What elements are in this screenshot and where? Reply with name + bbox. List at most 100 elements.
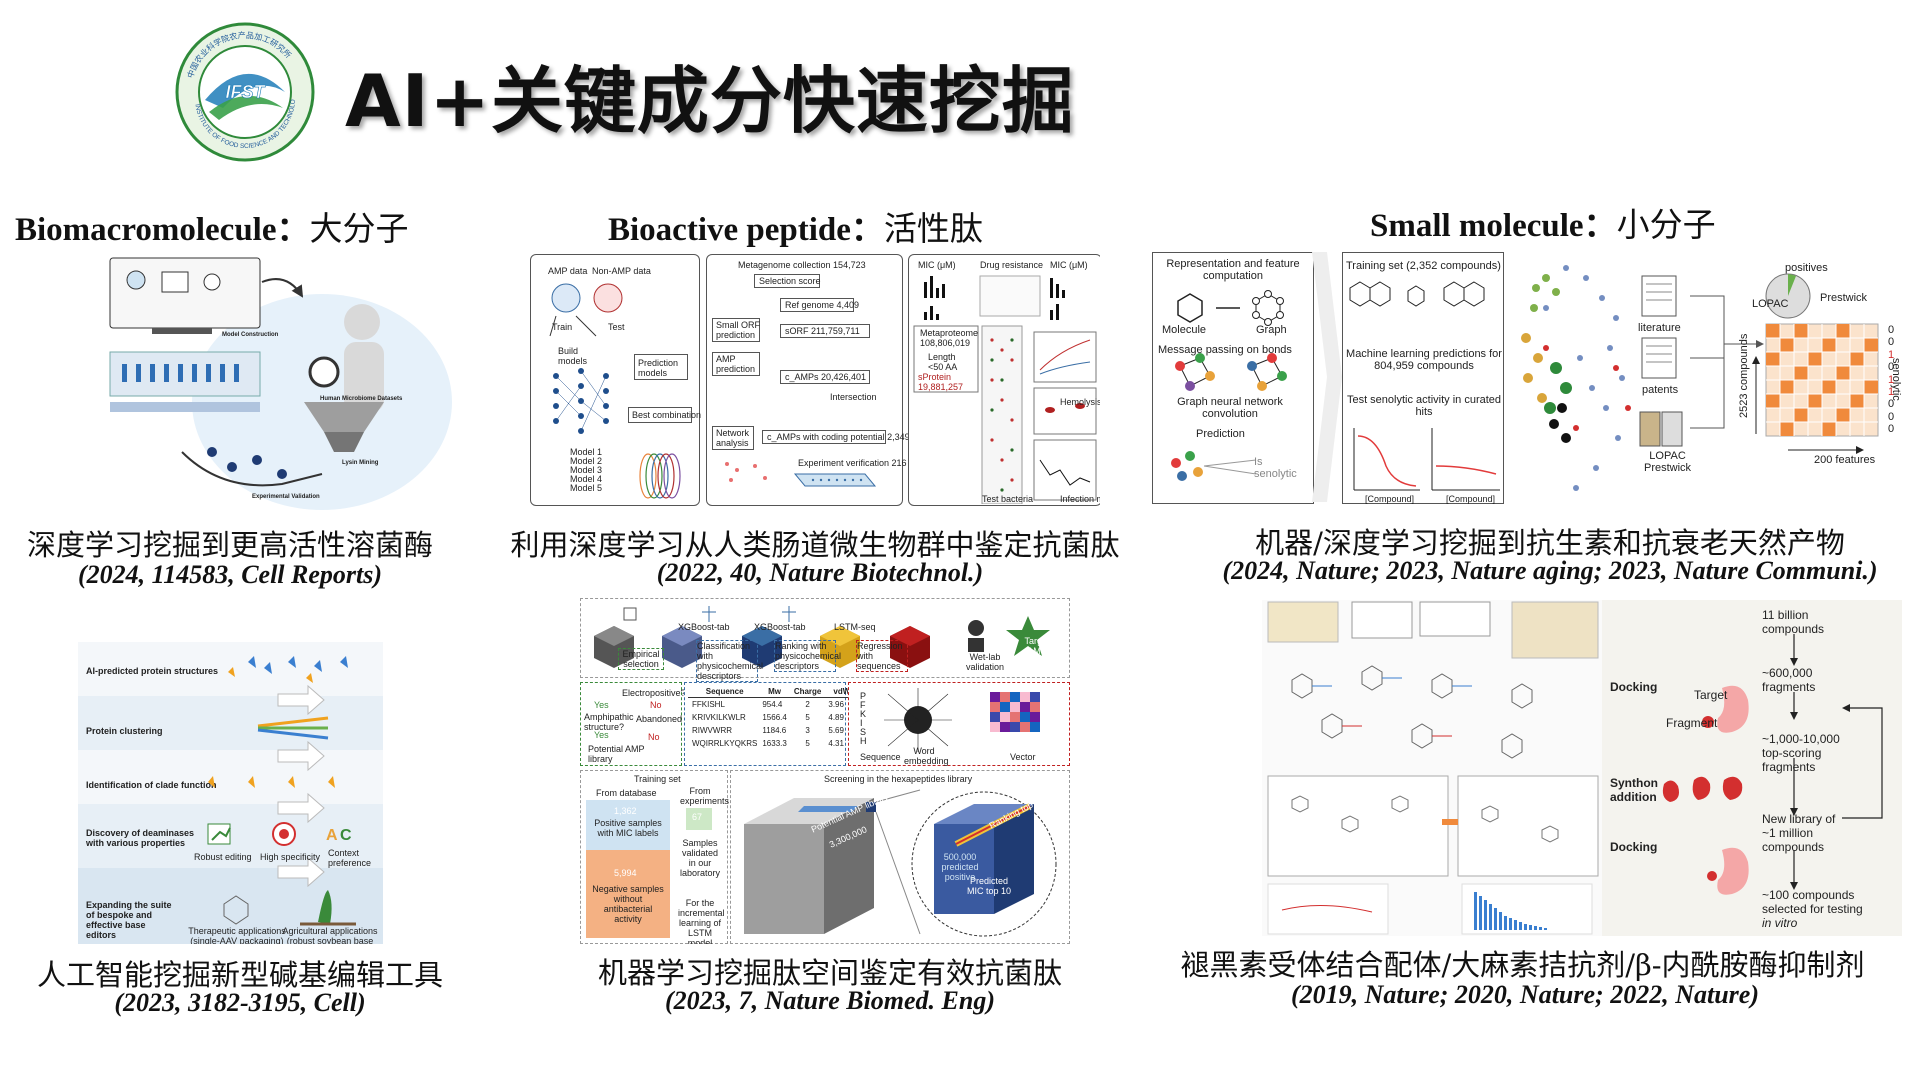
label-amp-prediction: AMP prediction xyxy=(716,354,756,374)
section-heading-cn: 小分子 xyxy=(1616,205,1716,244)
label-abandoned: Abandoned xyxy=(636,714,683,724)
label-best-combination: Best combination xyxy=(632,410,702,420)
sorf-count-box: sORF 211,759,711 xyxy=(780,324,870,338)
table-cell: RIWVWRR xyxy=(692,726,732,735)
table-cell: 4.31 xyxy=(828,739,844,748)
label-nonamp-data: Non-AMP data xyxy=(592,266,651,276)
label-docking-2: Docking xyxy=(1610,840,1658,854)
amp-prediction-box: AMP prediction xyxy=(712,352,760,376)
bit: 0 xyxy=(1888,423,1895,436)
filter-box xyxy=(580,682,682,766)
label-electropositive: Electropositive? xyxy=(622,688,686,698)
svg-text:Human Microbiome Datasets: Human Microbiome Datasets xyxy=(320,396,403,402)
model-list: Model 1 Model 2 Model 3 Model 4 Model 5 xyxy=(570,448,602,493)
table-cell: 1566.4 xyxy=(762,713,787,722)
svg-text:Model Construction: Model Construction xyxy=(222,332,279,338)
label-in-vitro: in vitro xyxy=(1762,916,1798,930)
label-metagenome: Metagenome collection 154,723 xyxy=(738,260,866,270)
label-build-models: Build models xyxy=(558,346,588,366)
bit: 1 xyxy=(1888,348,1895,361)
label-sorf-count: sORF 211,759,711 xyxy=(785,326,860,336)
label-context-preference: Context preference xyxy=(328,848,372,868)
table-cell: 2 xyxy=(805,700,810,709)
table-header-row: Sequence Mw Charge vdW xyxy=(688,686,857,698)
label-fragment: Fragment xyxy=(1666,716,1718,730)
figure-docking: 11 billion compounds ~600,000 fragments … xyxy=(1262,600,1902,936)
section-heading-peptide: Bioactive peptide：活性肽 xyxy=(608,202,983,250)
table-cell: WQIRRLKYQKRS xyxy=(692,739,758,748)
label-sequence: Sequence xyxy=(860,752,901,762)
label-compound-1: [Compound] xyxy=(1365,494,1415,504)
table-cell: 5 xyxy=(805,713,810,722)
caption-small-molecule: 机器/深度学习挖掘到抗生素和抗衰老天然产物 xyxy=(1255,526,1845,560)
label-experiment-verification: Experiment verification 216 xyxy=(798,458,907,468)
label-top-scoring: ~1,000-10,000 top-scoring fragments xyxy=(1762,732,1840,774)
best-combination-box: Best combination xyxy=(628,407,701,423)
model-item: Model 3 xyxy=(570,465,603,475)
bit: 1 xyxy=(1888,373,1895,386)
label-empirical: Empirical selection xyxy=(618,648,664,670)
label-high-specificity: High specificity xyxy=(260,852,321,862)
reference-lysin: (2024, 114583, Cell Reports) xyxy=(77,560,383,589)
descriptor-table: Sequence Mw Charge vdW FFKISHL 954.4 2 3.96… xyxy=(688,686,857,750)
camp-count-box: c_AMPs 20,426,401 xyxy=(780,370,870,384)
label-graph: Graph xyxy=(1256,324,1287,336)
label-test-senolytic: Test senolytic activity in curated hits xyxy=(1346,394,1502,418)
label-prediction: Prediction xyxy=(1196,428,1245,440)
figure-gut-amp: AMP data Non-AMP data Train Test Build m… xyxy=(530,252,1100,508)
label-mic: MIC (μM) xyxy=(918,260,956,270)
label-500000: 500,000 predicted positive xyxy=(941,852,979,882)
label-predicted-top10: Predicted MIC top 10 xyxy=(966,876,1012,896)
sorf-box: Small ORF prediction xyxy=(712,318,760,342)
label-infection-model: Infection model xyxy=(1060,494,1100,504)
section-heading-en: Biomacromolecule： xyxy=(15,212,310,248)
bit: 0 xyxy=(1888,324,1895,336)
label-amp-data: AMP data xyxy=(548,266,588,276)
label-screening: Screening in the hexapeptides library xyxy=(824,774,973,784)
label-hemolysis: Hemolysis xyxy=(1060,397,1100,407)
table-cell: 4.89 xyxy=(828,713,844,722)
validated-block xyxy=(686,808,712,830)
label-representation: Representation and feature computation xyxy=(1166,258,1300,282)
letter: H xyxy=(860,736,867,746)
chemical-space-scatter xyxy=(1521,265,1631,491)
table-cell: FFKISHL xyxy=(692,700,725,709)
label-target: Target xyxy=(1694,688,1728,702)
label-from-experiments: From experiments xyxy=(680,786,730,806)
label-mic-2: MIC (μM) xyxy=(1050,260,1088,270)
label-negative-samples: Negative samples without antibacterial a… xyxy=(592,884,664,924)
table-header: vdW xyxy=(827,686,857,698)
row-label-deaminases: Discovery of deaminases with various pro… xyxy=(86,828,195,848)
label-amphipathic: Amphipathic structure? xyxy=(584,712,634,732)
bit: 1 xyxy=(1888,386,1895,399)
row-label-base-editors: Expanding the suite of bespoke and effec… xyxy=(86,900,172,940)
letter: P xyxy=(860,691,867,701)
label-no-1: No xyxy=(650,700,662,710)
label-selection-score: Selection score xyxy=(759,276,821,286)
table-cell: 3.96 xyxy=(828,700,844,709)
label-lopac: LOPAC xyxy=(1752,298,1789,310)
label-agricultural: Agricultural applications (robust soybea… xyxy=(282,926,378,944)
label-100-compounds: ~100 compounds selected for testing xyxy=(1762,888,1863,916)
section-heading-cn: 大分子 xyxy=(309,209,409,248)
label-xgboost-2: XGBoost-tab xyxy=(754,622,806,632)
table-header: Mw xyxy=(761,686,788,698)
label-network-analysis: Network analysis xyxy=(716,428,750,448)
senolytic-bits: 0 0 1 0 1 1 0 0 0 xyxy=(1888,324,1894,436)
svg-text:IFST: IFST xyxy=(226,82,267,102)
label-ml-predictions: Machine learning predictions for 804,959… xyxy=(1346,348,1502,372)
label-synthon-addition: Synthon addition xyxy=(1610,776,1658,804)
table-cell: 3 xyxy=(805,726,810,735)
label-new-library: New library of ~1 million compounds xyxy=(1762,812,1836,854)
label-prestwick: Prestwick xyxy=(1820,292,1868,304)
label-ranking: Ranking with physicochemical descriptors xyxy=(774,640,842,672)
figure-base-editing: AI-predicted protein structures Protein … xyxy=(78,642,383,944)
label-therapeutic: Therapeutic applications (single-AAV pac… xyxy=(188,926,286,944)
label-11-billion: 11 billion compounds xyxy=(1762,608,1825,636)
table-cell: 954.4 xyxy=(762,700,783,709)
table-header: Sequence xyxy=(688,686,762,698)
label-600000-fragments: ~600,000 fragments xyxy=(1762,666,1816,694)
label-n1362: 1,362 xyxy=(614,806,637,816)
label-200-features: 200 features xyxy=(1814,454,1876,466)
label-n5994: 5,994 xyxy=(614,868,637,878)
